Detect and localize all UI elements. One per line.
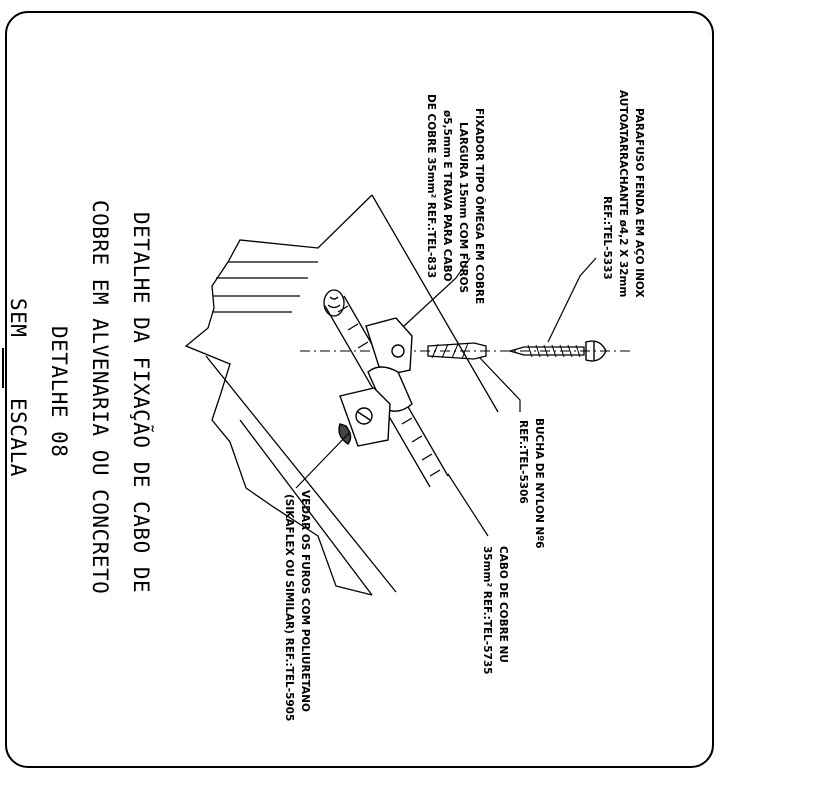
callout-seal: VEDAR OS FUROS COM POLIURETANO (SIKAFLEX… [283,490,311,721]
wall-section [184,194,499,596]
callout-seal-line1: VEDAR OS FUROS COM POLIURETANO [299,490,311,712]
callout-screw-line3: REF.:TEL-5333 [601,196,613,280]
callout-fixer-line1: FIXADOR TIPO ÔMEGA EM COBRE [473,108,486,304]
leader-seal [295,431,351,489]
bushing-ribs [431,342,469,360]
leader-cable [447,473,489,537]
screw-shank [507,346,585,356]
omega-fixer [338,317,413,447]
callout-cable-line1: CABO DE COBRE NU [497,546,509,663]
callout-seal-line2: (SIKAFLEX OU SIMILAR) REF.:TEL-5905 [283,494,295,721]
screw-thread [527,344,581,358]
cable-strand [327,296,341,309]
callout-screw-line1: PARAFUSO FENDA EM AÇO INOX [633,108,645,298]
cable-end [323,289,345,317]
leader-screw [547,257,597,343]
fixer-hole [391,344,405,358]
title-line-2: COBRE EM ALVENARIA OU CONCRETO [88,200,112,594]
screw-assembly [300,340,630,362]
title-line-1: DETALHE DA FIXAÇÃO DE CABO DE [129,212,155,593]
scale-right: ESCALA [6,398,30,477]
callout-bushing: BUCHA DE NYLON Nº6 REF.:TEL-5306 [517,418,545,548]
sheet-border [5,11,714,768]
fixer-screw-slot [357,411,371,421]
callout-fixer-line4: DE COBRE 35mm² REF.:TEL-833 [425,94,437,278]
callout-cable: CABO DE COBRE NU 35mm² REF.:TEL-5735 [481,546,509,674]
leader-fixer [403,257,471,327]
fixer-wing-top [365,317,413,377]
detail-number: DETALHE 08 [47,326,71,457]
callout-fixer-line2: LARGURA 15mm COM FUROS [457,122,469,293]
bushing-body [427,342,487,360]
wall-face-bottom [205,355,397,593]
title-block: DETALHE DA FIXAÇÃO DE CABO DE COBRE EM A… [2,200,155,594]
leader-bushing [479,357,521,412]
wall-break-line [184,194,373,596]
callout-bushing-line1: BUCHA DE NYLON Nº6 [533,418,545,548]
scale-left: SEM [6,298,30,337]
wall-face-inner [239,419,373,596]
callout-cable-line2: 35mm² REF.:TEL-5735 [481,546,493,674]
wall-face-top [371,194,499,413]
callout-fixer: FIXADOR TIPO ÔMEGA EM COBRE LARGURA 15mm… [425,94,486,304]
callout-bushing-line2: REF.:TEL-5306 [517,420,529,504]
screw-head [585,340,607,362]
seal-blob [338,423,352,445]
callout-screw-line2: AUTOATARRACHANTE ø4,2 X 32mm [617,90,629,297]
callout-screw: PARAFUSO FENDA EM AÇO INOX AUTOATARRACHA… [601,90,645,298]
leader-lines [295,257,597,537]
callout-fixer-line3: ø5,5mm E TRAVA PARA CABO [441,110,453,282]
